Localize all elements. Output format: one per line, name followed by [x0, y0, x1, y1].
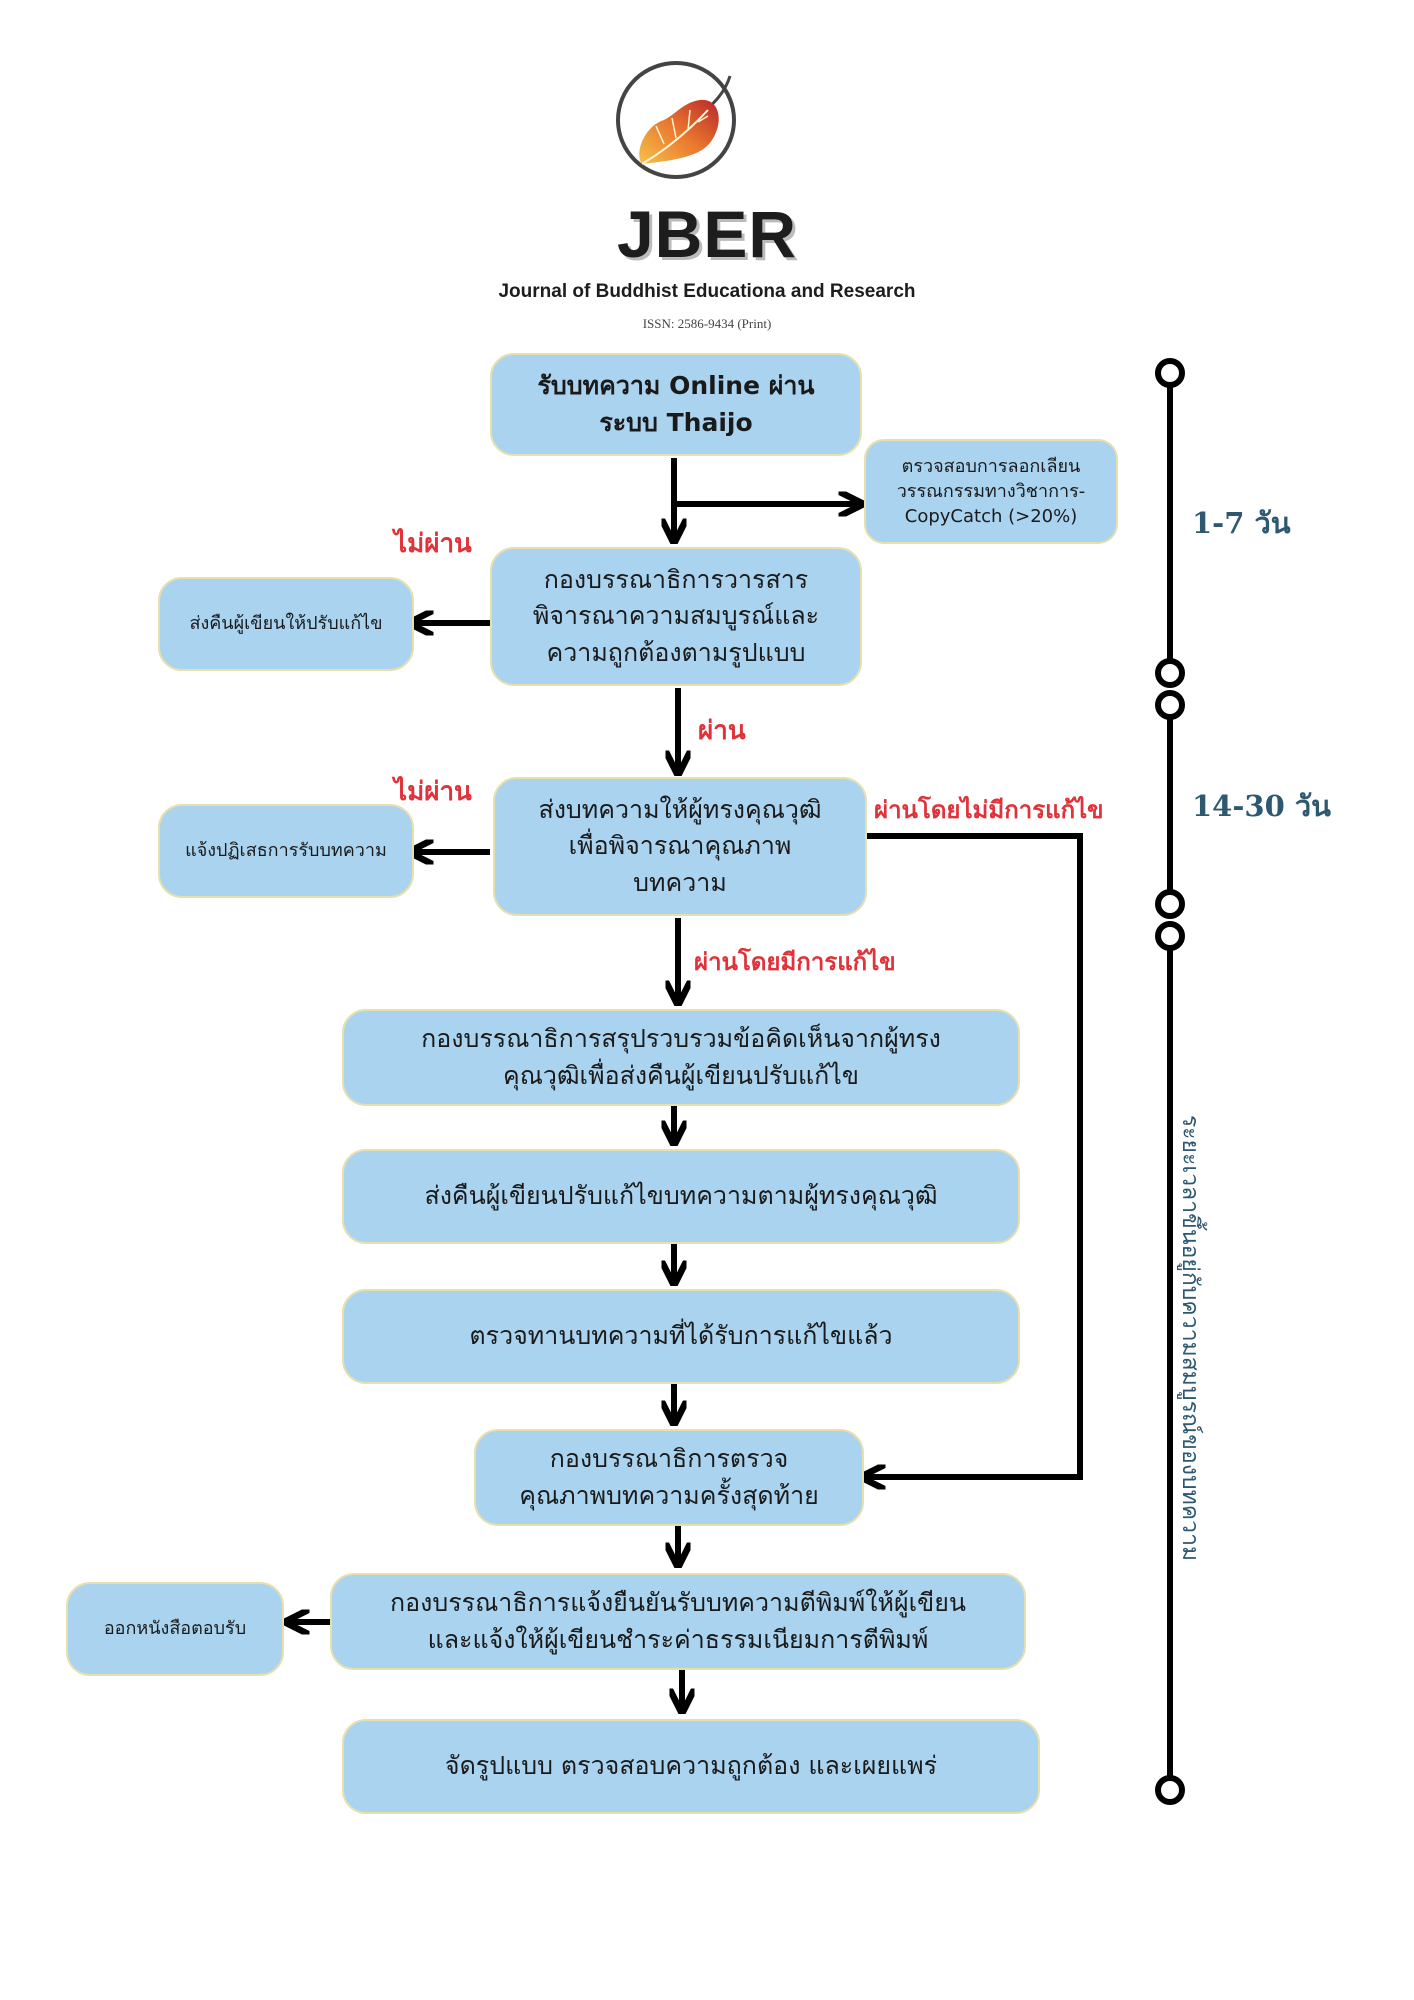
- step-summarize-line-2: คุณวุฒิเพื่อส่งคืนผู้เขียนปรับแก้ไข: [503, 1060, 859, 1090]
- timeline-label-phase-3: ระยะเวลาขึ้นอยู่กับความสมบูรณ์ของบทความ: [1177, 1114, 1203, 1562]
- step-issue-letter-text: ออกหนังสือตอบรับ: [103, 1617, 247, 1639]
- step-reject-notice: แจ้งปฏิเสธการรับบทความ: [158, 804, 414, 898]
- step-submit-line-1: รับบทความ Online ผ่าน: [537, 371, 815, 401]
- step-verify-revision: ตรวจทานบทความที่ได้รับการแก้ไขแล้ว: [342, 1289, 1020, 1384]
- step-reviewers-line-2: เพื่อพิจารณาคุณภาพ: [568, 831, 792, 861]
- journal-name: Journal of Buddhist Educationa and Resea…: [498, 281, 916, 302]
- step-editor-review: กองบรรณาธิการวารสาร พิจารณาความสมบูรณ์แล…: [490, 547, 862, 686]
- step-reject-text: แจ้งปฏิเสธการรับบทความ: [185, 839, 387, 861]
- step-confirm-line-1: กองบรรณาธิการแจ้งยืนยันรับบทความตีพิมพ์ใ…: [390, 1588, 966, 1618]
- step-publish: จัดรูปแบบ ตรวจสอบความถูกต้อง และเผยแพร่: [342, 1719, 1040, 1814]
- step-summarize-line-1: กองบรรณาธิการสรุปรวบรวมข้อคิดเห็นจากผู้ท…: [421, 1024, 941, 1054]
- timeline-node: [1155, 1775, 1185, 1805]
- step-verify-revision-text: ตรวจทานบทความที่ได้รับการแก้ไขแล้ว: [469, 1321, 893, 1351]
- step-return-author-text: ส่งคืนผู้เขียนให้ปรับแก้ไข: [189, 612, 383, 634]
- step-final-line-1: กองบรรณาธิการตรวจ: [549, 1444, 789, 1474]
- step-submit-line-2: ระบบ Thaijo: [599, 407, 753, 437]
- issn-text: ISSN: 2586-9434 (Print): [642, 316, 772, 331]
- step-send-reviewers: ส่งบทความให้ผู้ทรงคุณวุฒิ เพื่อพิจารณาคุ…: [493, 777, 867, 916]
- step-reviewers-line-3: บทความ: [633, 867, 727, 897]
- timeline-node: [1155, 358, 1185, 388]
- jber-logo-emblem: [616, 61, 736, 179]
- decision-label-pass: ผ่าน: [698, 716, 746, 746]
- decision-label-pass-no-revision: ผ่านโดยไม่มีการแก้ไข: [874, 796, 1104, 824]
- step-editor-line-1: กองบรรณาธิการวารสาร: [543, 565, 809, 595]
- step-issue-acceptance-letter: ออกหนังสือตอบรับ: [66, 1582, 284, 1676]
- timeline-node: [1155, 889, 1185, 919]
- decision-label-pass-with-revision: ผ่านโดยมีการแก้ไข: [694, 948, 896, 976]
- step-reviewers-line-1: ส่งบทความให้ผู้ทรงคุณวุฒิ: [538, 795, 822, 825]
- step-final-line-2: คุณภาพบทความครั้งสุดท้าย: [519, 1480, 819, 1510]
- step-publish-text: จัดรูปแบบ ตรวจสอบความถูกต้อง และเผยแพร่: [444, 1751, 938, 1781]
- step-confirm-line-2: และแจ้งให้ผู้เขียนชำระค่าธรรมเนียมการตีพ…: [427, 1624, 929, 1654]
- timeline-node: [1155, 658, 1185, 688]
- timeline-label-phase-1: 1-7 วัน: [1192, 506, 1291, 540]
- step-return-author: ส่งคืนผู้เขียนให้ปรับแก้ไข: [158, 577, 414, 671]
- step-author-revise: ส่งคืนผู้เขียนปรับแก้ไขบทความตามผู้ทรงคุ…: [342, 1149, 1020, 1244]
- decision-label-fail-1: ไม่ผ่าน: [394, 529, 472, 559]
- timeline-node: [1155, 690, 1185, 720]
- journal-abbreviation: JBER: [616, 197, 798, 271]
- step-editor-line-3: ความถูกต้องตามรูปแบบ: [546, 637, 806, 667]
- step-submit-online: รับบทความ Online ผ่าน ระบบ Thaijo: [490, 353, 862, 456]
- arrow-no-revision-to-final: [864, 833, 1083, 1477]
- step-final-quality-check: กองบรรณาธิการตรวจ คุณภาพบทความครั้งสุดท้…: [474, 1429, 864, 1526]
- step-copycatch-line-3: CopyCatch (>20%): [904, 506, 1078, 528]
- step-copycatch-check: ตรวจสอบการลอกเลียน วรรณกรรมทางวิชาการ- C…: [864, 439, 1118, 544]
- timeline-label-phase-2: 14-30 วัน: [1192, 789, 1331, 823]
- step-editor-line-2: พิจารณาความสมบูรณ์และ: [532, 601, 820, 631]
- step-copycatch-line-2: วรรณกรรมทางวิชาการ-: [896, 480, 1086, 502]
- timeline-node: [1155, 921, 1185, 951]
- decision-label-fail-2: ไม่ผ่าน: [394, 777, 472, 807]
- step-summarize-comments: กองบรรณาธิการสรุปรวบรวมข้อคิดเห็นจากผู้ท…: [342, 1009, 1020, 1106]
- step-copycatch-line-1: ตรวจสอบการลอกเลียน: [901, 455, 1081, 477]
- step-author-revise-text: ส่งคืนผู้เขียนปรับแก้ไขบทความตามผู้ทรงคุ…: [424, 1181, 938, 1211]
- step-confirm-acceptance: กองบรรณาธิการแจ้งยืนยันรับบทความตีพิมพ์ใ…: [330, 1573, 1026, 1670]
